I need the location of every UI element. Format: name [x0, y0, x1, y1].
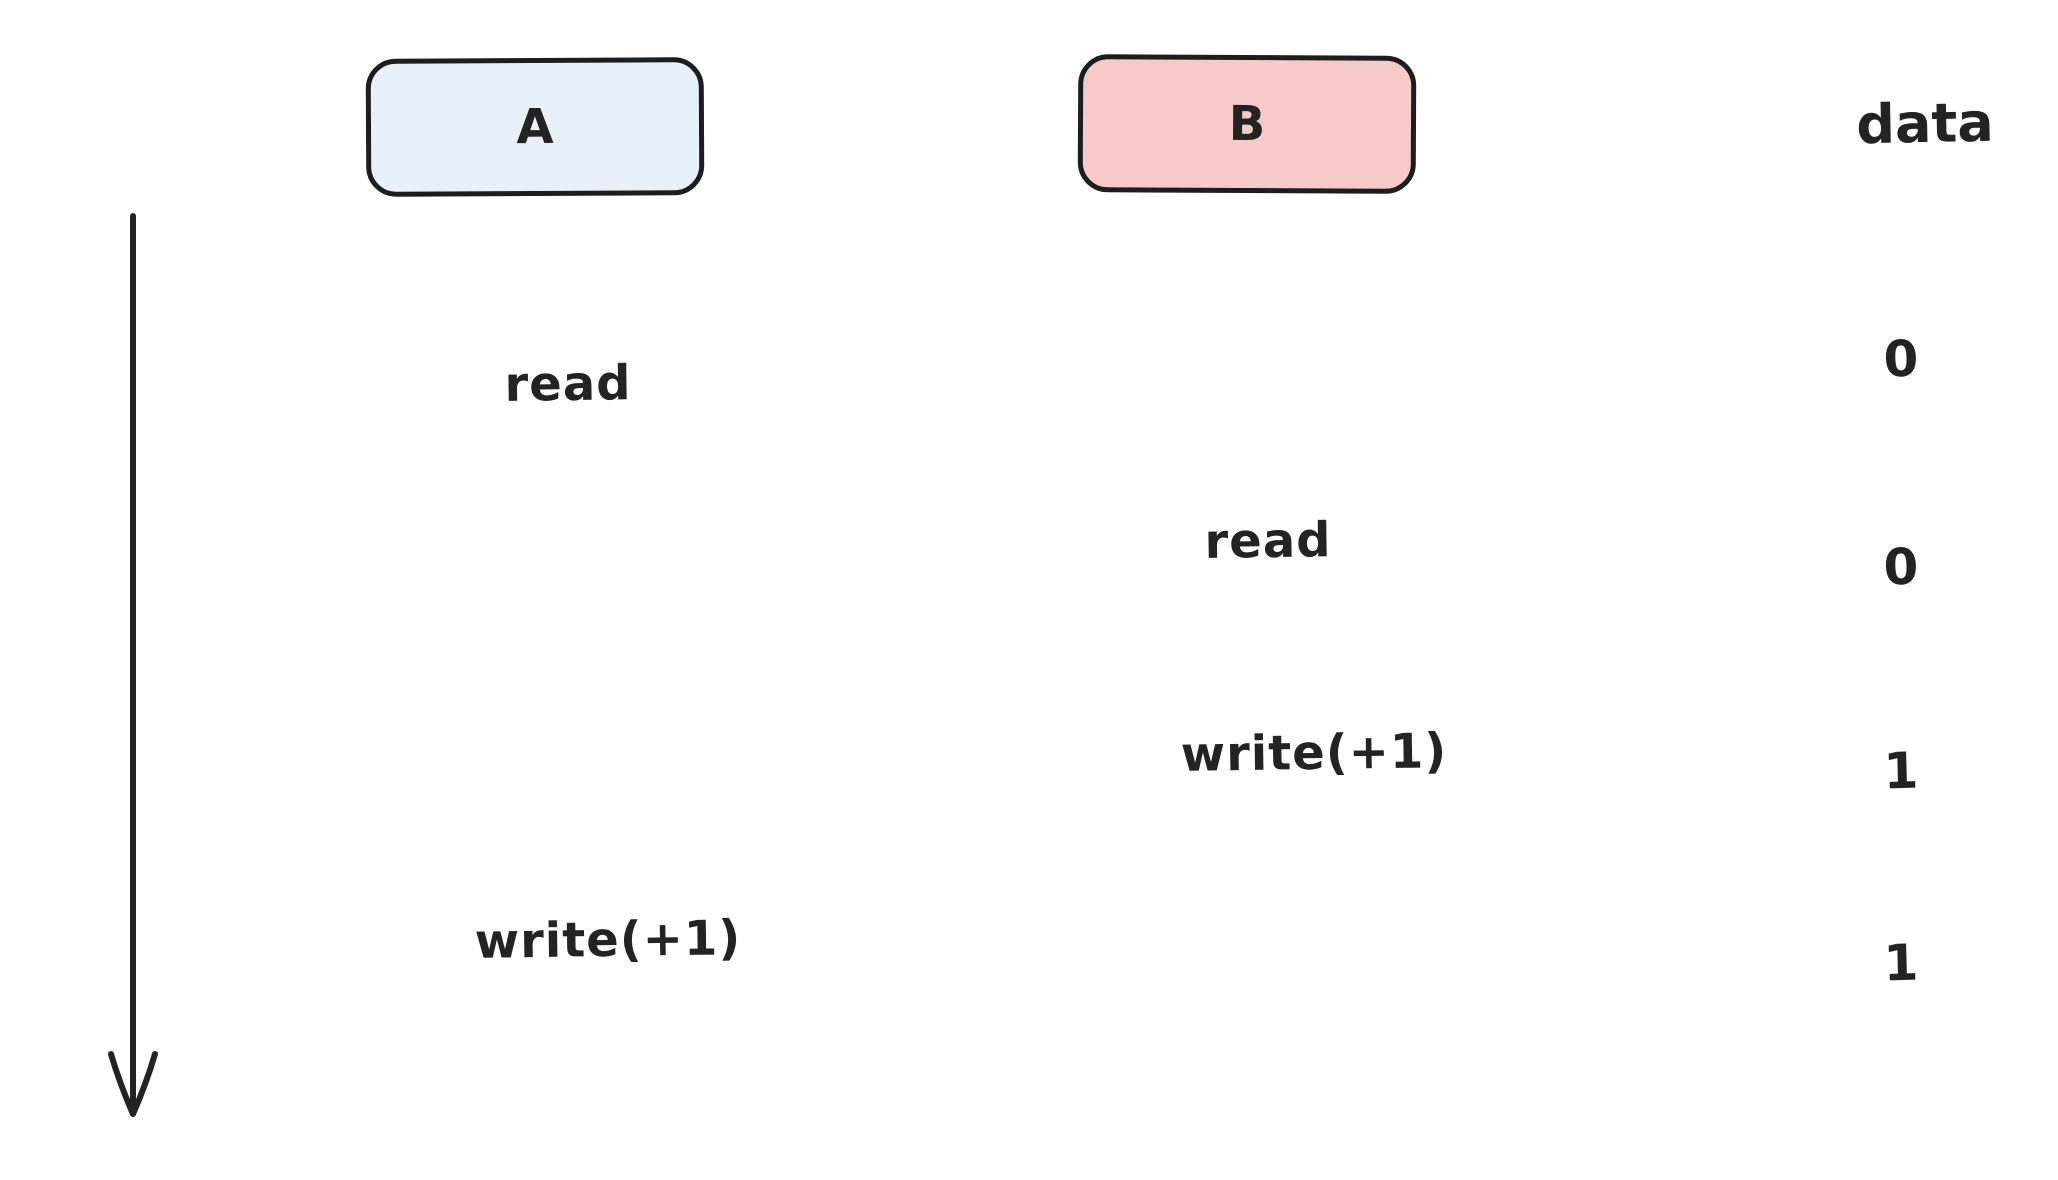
data-value-row-2: 0	[1882, 537, 1920, 597]
actor-box-b: B	[1077, 54, 1417, 194]
timeline-down-arrow-icon	[108, 213, 158, 1117]
event-a-read: read	[504, 355, 632, 413]
actor-b-label: B	[1228, 95, 1266, 153]
actor-box-a: A	[365, 57, 705, 197]
actor-a-label: A	[516, 98, 554, 156]
data-value-row-1: 0	[1882, 329, 1920, 389]
event-b-read: read	[1204, 512, 1332, 570]
data-column-header: data	[1855, 90, 1995, 157]
data-value-row-4: 1	[1882, 933, 1920, 993]
event-b-write: write(+1)	[1180, 723, 1448, 783]
event-a-write: write(+1)	[474, 910, 742, 970]
data-value-row-3: 1	[1882, 741, 1920, 801]
